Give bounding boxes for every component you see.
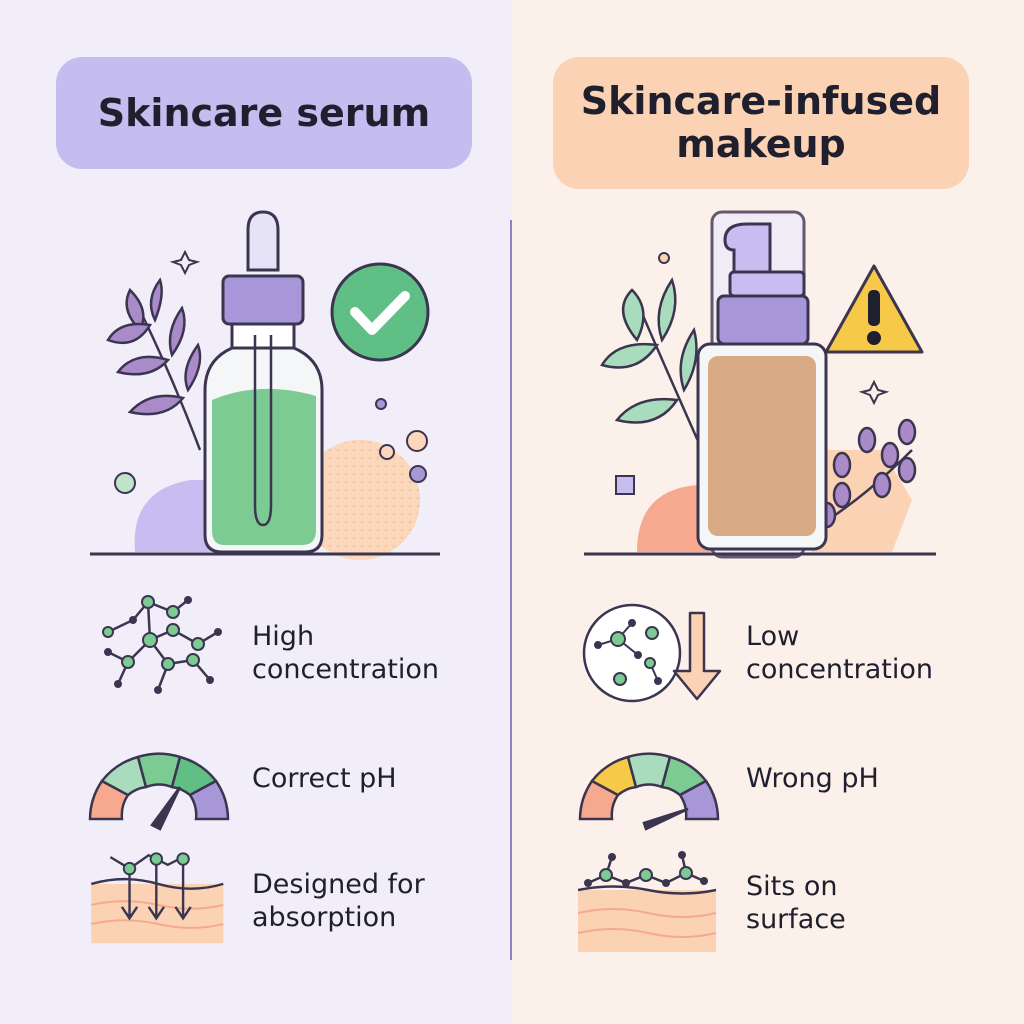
makeup-title: Skincare-infused makeup — [553, 57, 969, 189]
berry-branch-icon — [811, 418, 917, 532]
ph-gauge-icon — [578, 752, 720, 831]
check-circle-icon — [330, 262, 430, 362]
makeup-feature-2: Wrong pH — [746, 763, 879, 794]
skin-absorption-icon — [90, 852, 224, 944]
low-concentration-icon — [582, 603, 722, 703]
ph-gauge-icon — [88, 752, 230, 831]
dot-decoration — [658, 252, 670, 264]
sparkle-icon — [169, 249, 201, 276]
leaf-branch-icon — [106, 277, 202, 451]
serum-feature-2: Correct pH — [252, 763, 397, 794]
makeup-bottle-illustration — [584, 210, 936, 559]
makeup-feature-3: Sits on surface — [746, 871, 846, 935]
panel-divider — [510, 220, 512, 960]
lavender-blob — [134, 480, 215, 552]
molecule-cluster-icon — [102, 595, 222, 694]
serum-title-text: Skincare serum — [97, 90, 431, 135]
sparkle-icon — [858, 379, 890, 406]
serum-bottle-illustration — [90, 210, 440, 560]
foundation-bottle-icon — [696, 210, 828, 559]
leaf-branch-icon — [600, 277, 704, 451]
serum-feature-3: Designed for absorption — [252, 869, 425, 933]
serum-title: Skincare serum — [56, 57, 472, 169]
serum-feature-1: High concentration — [252, 621, 439, 685]
bubble-dots — [114, 398, 428, 494]
coral-blob — [637, 485, 712, 552]
makeup-title-text: Skincare-infused makeup — [580, 79, 942, 166]
skin-surface-icon — [578, 851, 717, 952]
warning-triangle-icon — [824, 264, 924, 354]
serum-bottle-icon — [203, 210, 324, 554]
square-decoration — [615, 475, 635, 495]
makeup-feature-1: Low concentration — [746, 621, 933, 685]
